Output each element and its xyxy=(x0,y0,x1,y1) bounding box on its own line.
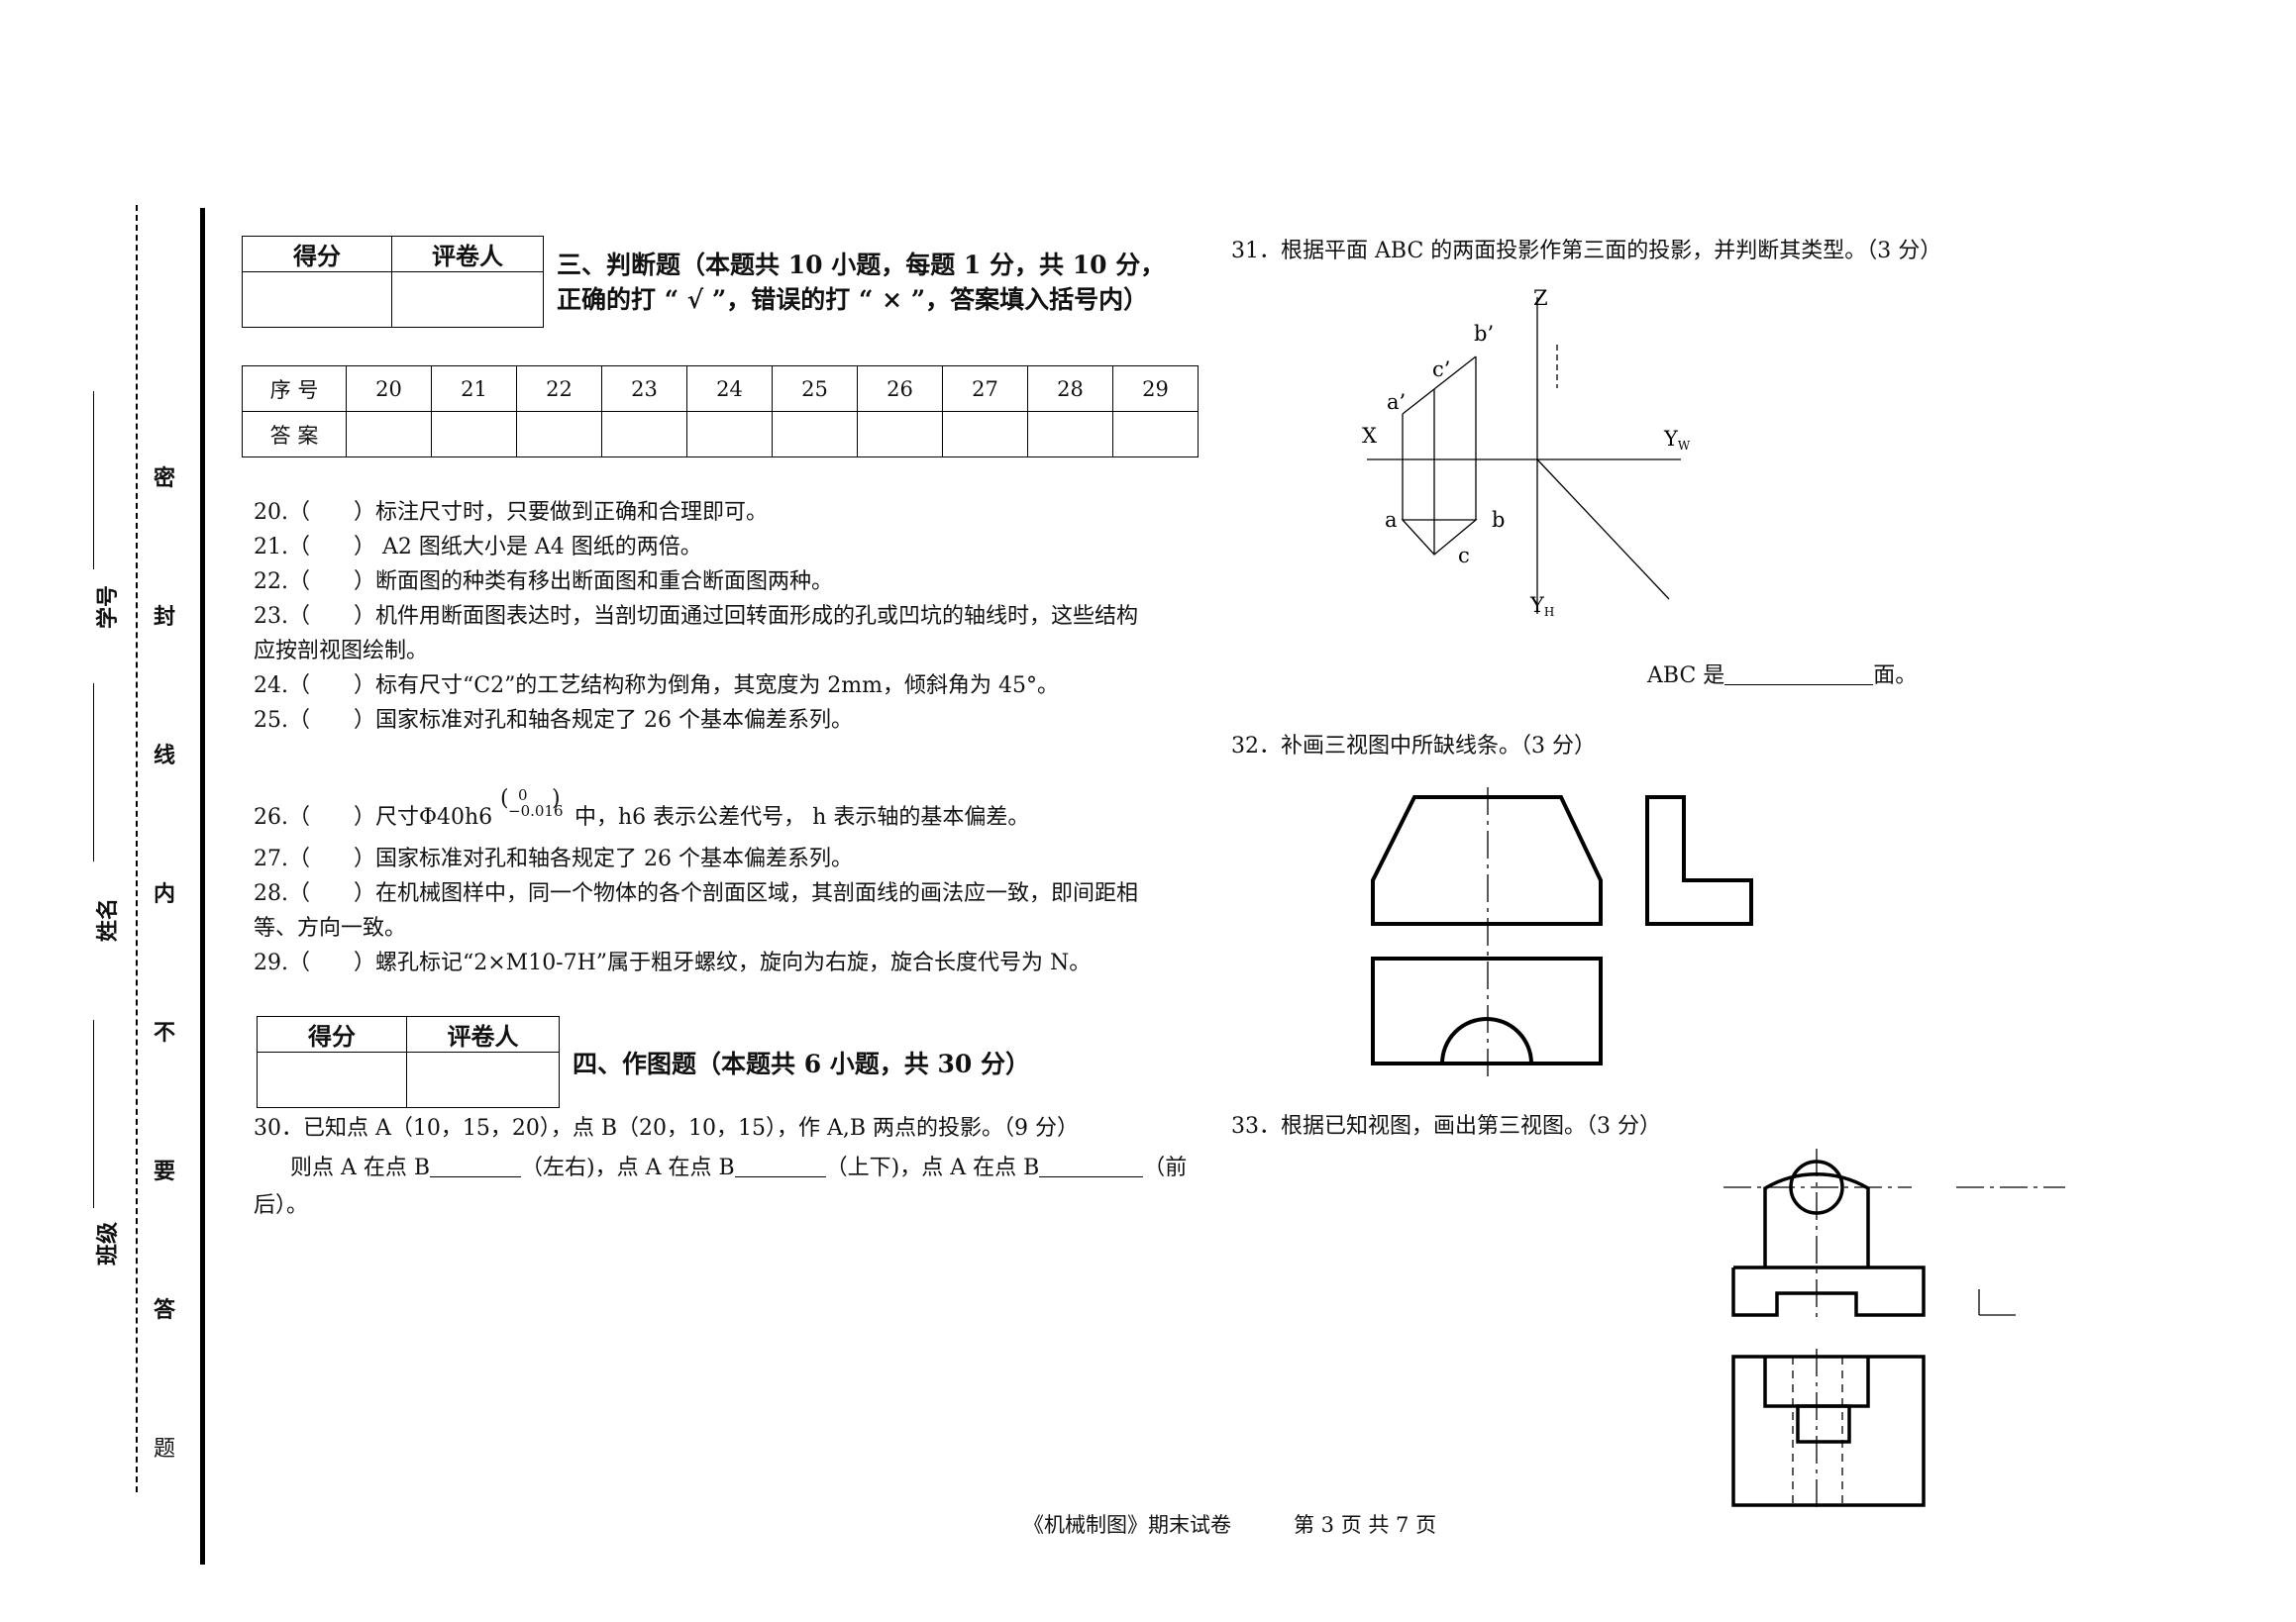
q32-three-view-drawing xyxy=(1367,777,1773,1079)
question-31-answer: ABC 是面。 xyxy=(1647,659,1917,693)
answer-cell[interactable] xyxy=(857,411,943,457)
answer-table-number: 23 xyxy=(601,365,687,412)
point-a-prime-label: a’ xyxy=(1387,390,1406,414)
answer-cell[interactable] xyxy=(431,411,517,457)
seal-char-7: 答 xyxy=(154,1297,176,1323)
section3-title-line2: 正确的打 “ √ ”，错误的打 “ × ”，答案填入括号内） xyxy=(557,285,1149,314)
question-20: 20.（ ）标注尺寸时，只要做到正确和合理即可。 xyxy=(254,500,768,525)
answer-table-number: 21 xyxy=(431,365,517,412)
score-cell[interactable] xyxy=(242,271,392,328)
answer-table-number: 20 xyxy=(346,365,432,412)
question-22: 22.（ ）断面图的种类有移出断面图和重合断面图两种。 xyxy=(254,569,833,594)
answer-cell[interactable] xyxy=(686,411,773,457)
answer-cell[interactable] xyxy=(1112,411,1199,457)
score-header: 得分 xyxy=(242,236,392,272)
section4-score-table: 得分 评卷人 xyxy=(257,1016,560,1108)
seal-char-8: 题 xyxy=(154,1437,176,1462)
question-30-line1: 30．已知点 A（10，15，20），点 B（20，10，15），作 A,B 两… xyxy=(254,1116,1080,1141)
seal-char-1: 密 xyxy=(154,465,176,491)
point-b-label: b xyxy=(1492,508,1505,532)
answer-cell[interactable] xyxy=(516,411,602,457)
tolerance-bracket: ( 0 −0.016 ) xyxy=(500,786,564,820)
grader-cell[interactable] xyxy=(406,1052,560,1108)
axis-yw-label: YW xyxy=(1663,427,1691,453)
question-33: 33．根据已知视图，画出第三视图。（3 分） xyxy=(1231,1114,1661,1139)
q33-given-views-drawing xyxy=(1723,1119,2080,1515)
question-21: 21.（ ） A2 图纸大小是 A4 图纸的两倍。 xyxy=(254,535,702,559)
answer-cell[interactable] xyxy=(601,411,687,457)
blank-front-back[interactable] xyxy=(1039,1153,1144,1177)
answer-cell[interactable] xyxy=(942,411,1028,457)
answer-table-number: 29 xyxy=(1112,365,1199,412)
answer-table: 序 号 20 21 22 23 24 25 26 27 28 29 答 案 xyxy=(242,365,1199,457)
axis-x-label: X xyxy=(1362,424,1377,448)
question-30-line2: 则点 A 在点 B（左右)，点 A 在点 B（上下)，点 A 在点 B（前 xyxy=(290,1151,1187,1185)
solid-binding-line xyxy=(200,208,205,1565)
score-header: 得分 xyxy=(257,1016,407,1053)
q31-projection-diagram: Z X YW YH a’ b’ c’ a b c xyxy=(1362,286,1691,619)
point-c-label: c xyxy=(1458,544,1470,567)
answer-table-number: 27 xyxy=(942,365,1028,412)
answer-table-index-label: 序 号 xyxy=(242,365,347,412)
answer-cell[interactable] xyxy=(346,411,432,457)
seal-char-2: 封 xyxy=(154,604,176,630)
answer-cell[interactable] xyxy=(1027,411,1113,457)
student-id-blank-line[interactable] xyxy=(93,391,94,569)
seal-char-5: 不 xyxy=(154,1020,176,1046)
class-blank-line[interactable] xyxy=(93,1020,94,1208)
answer-table-number: 28 xyxy=(1027,365,1113,412)
question-23-line1: 23.（ ）机件用断面图表达时，当剖切面通过回转面形成的孔或凹坑的轴线时，这些结… xyxy=(254,604,1138,629)
question-28-line1: 28.（ ）在机械图样中，同一个物体的各个剖面区域，其剖面线的画法应一致，即间距… xyxy=(254,881,1138,906)
question-32: 32．补画三视图中所缺线条。（3 分） xyxy=(1231,734,1596,759)
question-25: 25.（ ）国家标准对孔和轴各规定了 26 个基本偏差系列。 xyxy=(254,708,853,733)
seal-char-6: 要 xyxy=(154,1159,176,1184)
blank-plane-type[interactable] xyxy=(1724,660,1874,685)
question-31: 31．根据平面 ABC 的两面投影作第三面的投影，并判断其类型。（3 分） xyxy=(1231,239,1942,263)
seal-char-4: 内 xyxy=(154,881,176,907)
section3-score-table: 得分 评卷人 xyxy=(242,236,544,328)
axis-yh-label: YH xyxy=(1529,593,1554,619)
question-23-line2: 应按剖视图绘制。 xyxy=(254,639,429,663)
tolerance-upper: 0 xyxy=(518,786,528,804)
section4-title: 四、作图题（本题共 6 小题，共 30 分） xyxy=(573,1050,1031,1078)
section3-title-line1: 三、判断题（本题共 10 小题，每题 1 分，共 10 分， xyxy=(557,251,1166,279)
grader-header: 评卷人 xyxy=(391,236,544,272)
blank-left-right[interactable] xyxy=(430,1153,522,1177)
point-c-prime-label: c’ xyxy=(1432,357,1450,381)
grader-header: 评卷人 xyxy=(406,1016,560,1053)
score-cell[interactable] xyxy=(257,1052,407,1108)
question-26-prefix: 26.（ ）尺寸Φ40h6 xyxy=(254,805,493,830)
answer-cell[interactable] xyxy=(772,411,858,457)
blank-up-down[interactable] xyxy=(734,1153,826,1177)
question-27: 27.（ ）国家标准对孔和轴各规定了 26 个基本偏差系列。 xyxy=(254,847,853,871)
seal-char-3: 线 xyxy=(154,743,176,768)
answer-table-number: 26 xyxy=(857,365,943,412)
question-28-line2: 等、方向一致。 xyxy=(254,916,407,941)
answer-table-number: 22 xyxy=(516,365,602,412)
question-29: 29.（ ）螺孔标记“2×M10-7H”属于粗牙螺纹，旋向为右旋，旋合长度代号为… xyxy=(254,951,1092,975)
answer-table-number: 24 xyxy=(686,365,773,412)
question-24: 24.（ ）标有尺寸“C2”的工艺结构称为倒角，其宽度为 2mm，倾斜角为 45… xyxy=(254,673,1060,698)
answer-table-answer-label: 答 案 xyxy=(242,411,347,457)
name-label: 姓名 xyxy=(95,897,122,943)
dashed-binding-line xyxy=(136,205,138,1492)
question-30-line3: 后）。 xyxy=(254,1193,309,1218)
student-id-label: 学号 xyxy=(95,584,122,630)
point-b-prime-label: b’ xyxy=(1474,322,1494,346)
name-blank-line[interactable] xyxy=(93,683,94,862)
page-footer: 《机械制图》期末试卷 第 3 页 共 7 页 xyxy=(1023,1513,1437,1537)
grader-cell[interactable] xyxy=(391,271,544,328)
class-label: 班级 xyxy=(95,1221,122,1267)
answer-table-number: 25 xyxy=(772,365,858,412)
point-a-label: a xyxy=(1385,508,1398,532)
question-26-suffix: 中，h6 表示公差代号， h 表示轴的基本偏差。 xyxy=(574,805,1030,830)
axis-z-label: Z xyxy=(1533,286,1548,310)
tolerance-lower: −0.016 xyxy=(508,802,564,820)
